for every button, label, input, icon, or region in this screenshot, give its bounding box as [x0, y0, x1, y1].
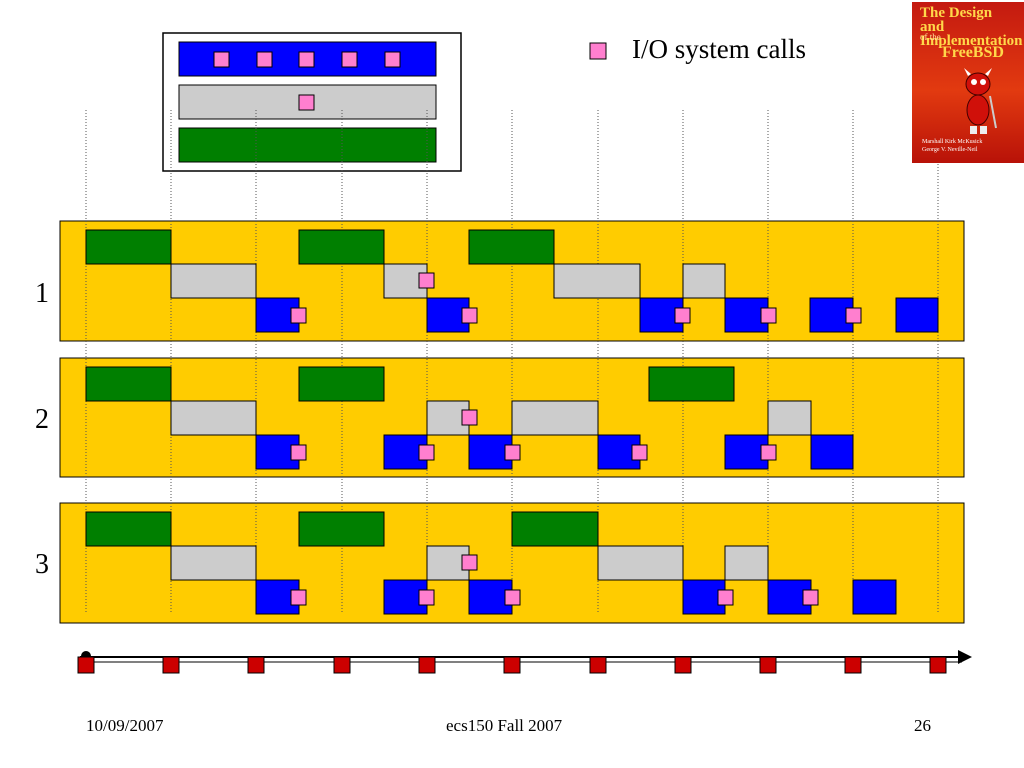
row-1-blocks	[85, 229, 939, 333]
row-3-blocks	[85, 511, 897, 615]
legend-label: I/O system calls	[632, 34, 806, 64]
row-label-1: 1	[35, 278, 49, 309]
row-label-2: 2	[35, 404, 49, 435]
row-label-3: 3	[35, 549, 49, 580]
footer-course: ecs150 Fall 2007	[446, 716, 563, 735]
footer-date: 10/09/2007	[86, 716, 164, 735]
legend-box	[162, 32, 462, 172]
row-2-blocks	[85, 366, 854, 470]
footer-page-number: 26	[914, 716, 931, 735]
timeline	[77, 650, 972, 674]
legend-marker	[589, 42, 607, 60]
daemon-mascot-icon	[964, 68, 997, 134]
